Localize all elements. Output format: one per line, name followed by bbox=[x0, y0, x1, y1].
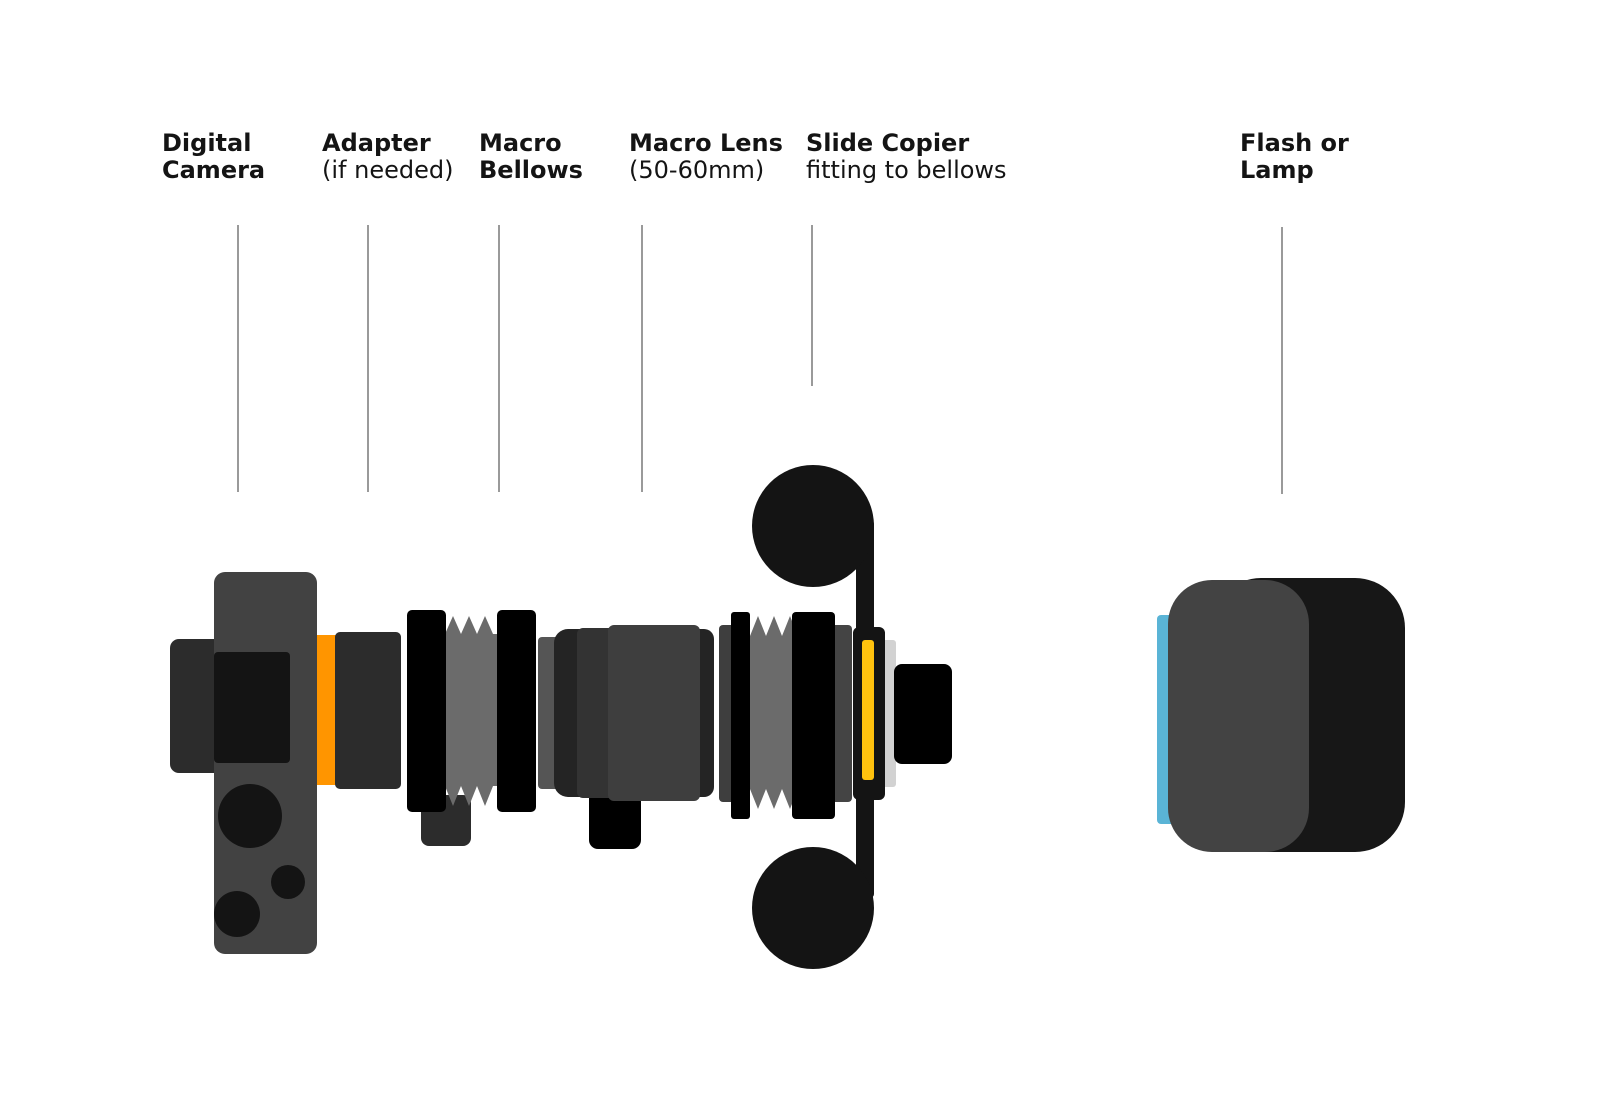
label-macro-lens: Macro Lens (50-60mm) bbox=[629, 130, 783, 184]
adapter-body bbox=[335, 632, 401, 789]
label-digital-camera: Digital Camera bbox=[162, 130, 265, 184]
bellows-rear-standard bbox=[497, 610, 536, 812]
camera-dial-large bbox=[218, 784, 282, 848]
label-subtitle: (50-60mm) bbox=[629, 156, 765, 184]
copier-bellows-rear-standard bbox=[792, 612, 835, 819]
lens-tripod-foot bbox=[589, 789, 641, 849]
slide-feed-knob-bottom bbox=[752, 847, 874, 969]
adapter bbox=[317, 632, 401, 789]
flash-or-lamp bbox=[1157, 578, 1405, 852]
camera-screen bbox=[214, 652, 290, 763]
bellows-pleats bbox=[445, 616, 500, 806]
bellows-front-standard bbox=[407, 610, 446, 812]
label-subtitle: Bellows bbox=[479, 156, 583, 184]
label-subtitle: Camera bbox=[162, 156, 266, 184]
label-flash-or-lamp: Flash or Lamp bbox=[1240, 130, 1349, 184]
label-subtitle: fitting to bellows bbox=[806, 156, 1007, 184]
slide-film-strip bbox=[862, 640, 874, 780]
label-title: Macro Lens bbox=[629, 129, 783, 157]
adapter-accent-ring bbox=[317, 635, 339, 785]
label-title: Macro bbox=[479, 129, 562, 157]
label-subtitle: Lamp bbox=[1240, 156, 1314, 184]
camera-dial-medium bbox=[214, 891, 260, 937]
label-title: Adapter bbox=[322, 129, 431, 157]
label-title: Digital bbox=[162, 129, 252, 157]
leader-lines bbox=[237, 225, 1283, 494]
label-title: Flash or bbox=[1240, 129, 1349, 157]
copier-bellows-front-standard bbox=[731, 612, 750, 819]
macro-bellows bbox=[407, 610, 536, 846]
label-subtitle: (if needed) bbox=[322, 156, 454, 184]
label-macro-bellows: Macro Bellows bbox=[479, 130, 583, 184]
label-slide-copier: Slide Copier fitting to bellows bbox=[806, 130, 1007, 184]
label-adapter: Adapter (if needed) bbox=[322, 130, 453, 184]
camera-dial-small bbox=[271, 865, 305, 899]
copier-bellows-pleats bbox=[750, 616, 798, 809]
slide-feed-knob-top bbox=[752, 465, 874, 587]
macro-lens bbox=[538, 625, 714, 849]
label-title: Slide Copier bbox=[806, 129, 970, 157]
lens-focus-barrel bbox=[608, 625, 700, 801]
digital-camera bbox=[170, 572, 317, 954]
slide-front-cap bbox=[894, 664, 952, 764]
slide-copier-bellows bbox=[719, 612, 852, 819]
flash-front-housing bbox=[1168, 580, 1309, 852]
slide-copier bbox=[752, 465, 952, 969]
